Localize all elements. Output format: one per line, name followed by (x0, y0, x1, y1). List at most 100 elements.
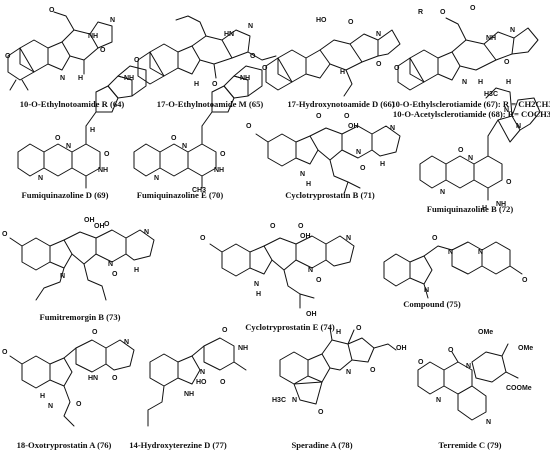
atom-label: N (356, 149, 361, 156)
atom-label: O (504, 59, 510, 66)
compound-caption-c67: 10-O-Ethylsclerotiamide (67): R = CH2CH3 (391, 99, 550, 109)
atom-label: N (66, 143, 71, 150)
structure-65: O N HN O O H (134, 15, 277, 88)
atom-label: NH (184, 391, 194, 398)
atom-label: OMe (518, 345, 533, 352)
atom-label: O (200, 235, 206, 242)
structure-69: O N N NH O NH H (17, 65, 147, 189)
atom-label: N (440, 189, 445, 196)
atom-label: O (270, 223, 276, 230)
compound-caption-c78: Speradine A (78) (291, 440, 352, 450)
atom-label: N (504, 107, 509, 114)
atom-label: N (108, 261, 113, 268)
atom-label: O (448, 347, 454, 354)
compound-caption-c73: Fumitremorgin B (73) (40, 312, 121, 322)
compound-caption-c71: Cyclotryprostatin B (71) (285, 190, 375, 200)
atom-label: H3C (484, 91, 498, 98)
structure-77: NH O NH N HO O (147, 327, 248, 427)
atom-label: N (60, 273, 65, 280)
atom-label: O (220, 151, 226, 158)
atom-label: H (380, 161, 385, 168)
atom-label: H (506, 79, 511, 86)
atom-label: O (100, 47, 106, 54)
compound-caption-c72: Fumiquinazoline B (72) (427, 204, 514, 214)
compound-caption-c64: 10-O-Ethylnotoamide R (64) (20, 99, 125, 109)
atom-label: O (104, 221, 110, 228)
atom-label: H (40, 393, 45, 400)
compound-caption-c74: Cyclotryprostatin E (74) (245, 322, 335, 332)
structure-71: O O O OH N H N N O H (246, 113, 401, 195)
compound-caption-c68: 10-O-Acetylsclerotiamide (68): R= COCH3 (393, 109, 550, 119)
atom-label: O (171, 135, 177, 142)
atom-label: H (90, 127, 95, 134)
atom-label: H (194, 81, 199, 88)
atom-label: OH (348, 123, 359, 130)
atom-label: NH (486, 35, 496, 42)
compound-caption-c77: 14-Hydroxyterezine D (77) (129, 440, 227, 450)
atom-label: O (376, 61, 382, 68)
atom-label: H (78, 75, 83, 82)
atom-label: O (298, 223, 304, 230)
atom-label: H (256, 291, 261, 298)
atom-label: O (344, 113, 350, 120)
atom-label: O (356, 325, 362, 332)
compound-captions: 10-O-Ethylnotoamide R (64)17-O-Ethylnoto… (17, 99, 550, 450)
atom-label: NH (124, 75, 134, 82)
atom-label: O (222, 327, 228, 334)
atom-label: N (200, 369, 205, 376)
atom-label: N (478, 249, 483, 256)
structure-67-68: O R O O N NH O N H (394, 5, 539, 91)
atom-label: N (510, 27, 515, 34)
atom-label: O (318, 409, 324, 416)
atom-label: O (432, 235, 438, 242)
atom-label: N (292, 397, 297, 404)
structure-72: O N N O H3C H N N NH H (419, 79, 541, 212)
atom-label: HN (224, 31, 234, 38)
atom-label: N (436, 397, 441, 404)
atom-label: O (316, 113, 322, 120)
atom-label: N (60, 75, 65, 82)
atom-label: O (92, 329, 98, 336)
atom-label: OH (306, 311, 317, 318)
atom-label: H (134, 267, 139, 274)
compound-caption-c76: 18-Oxotryprostatin A (76) (17, 440, 112, 450)
atom-label: N (448, 249, 453, 256)
atom-label: O (348, 19, 354, 26)
atom-label: NH (98, 167, 108, 174)
atom-label: N (124, 339, 129, 346)
atom-label: NH (214, 167, 224, 174)
atom-label: H (482, 205, 487, 212)
atom-label: NH (88, 33, 98, 40)
atom-label: COOMe (506, 385, 532, 392)
atom-label: HO (196, 379, 207, 386)
atom-label: O (2, 231, 8, 238)
atom-label: O (104, 151, 110, 158)
compound-caption-c70: Fumiquinazoline E (70) (137, 190, 224, 200)
atom-label: O (134, 57, 140, 64)
atom-label: O (49, 7, 55, 14)
atom-label: NH (238, 345, 248, 352)
atom-label: N (38, 175, 43, 182)
atom-label: N (468, 155, 473, 162)
atom-label: NH (240, 75, 250, 82)
structure-74: O O O OH N H N N O OH (200, 223, 355, 318)
atom-label: O (55, 135, 61, 142)
structure-70: O N N NH O NH CH3 (133, 65, 263, 194)
compound-caption-c75: Compound (75) (403, 299, 461, 309)
atom-label: O (360, 165, 366, 172)
compound-caption-c79: Terremide C (79) (438, 440, 501, 450)
atom-label: O (394, 65, 400, 72)
atom-label: H (478, 79, 483, 86)
atom-label: O (220, 379, 226, 386)
atom-label: OMe (478, 329, 493, 336)
atom-label: N (346, 235, 351, 242)
atom-label: O (440, 9, 446, 16)
structure-79: O OMe OMe O N N COOMe N (417, 329, 533, 426)
atom-label: R (418, 9, 423, 16)
atom-label: OH (94, 223, 105, 230)
atom-label: H (340, 69, 345, 76)
atom-label: H (306, 181, 311, 188)
atom-label: N (486, 419, 491, 426)
atom-label: N (516, 123, 521, 130)
